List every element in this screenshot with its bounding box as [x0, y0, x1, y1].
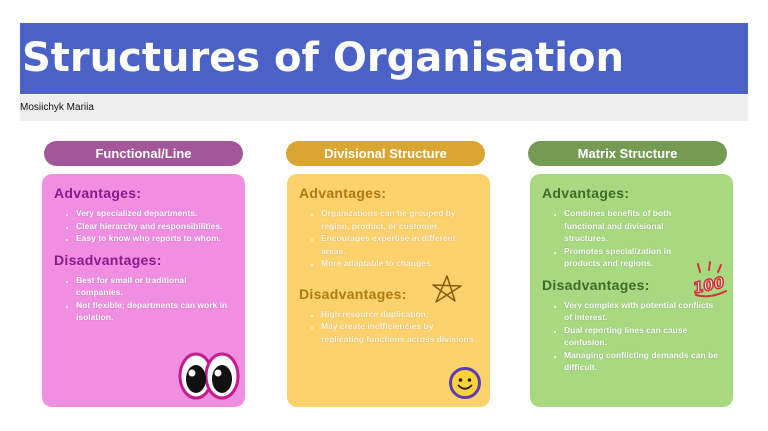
eyes-icon	[178, 352, 240, 400]
disadvantages-list: Best for small or traditional companies.…	[54, 274, 233, 324]
list-item: Dual reporting lines can cause confusion…	[564, 324, 721, 349]
list-item: Clear hierarchy and responsibilities.	[76, 220, 233, 233]
advantages-list: Very specialized departments. Clear hier…	[54, 207, 233, 245]
list-item: Organizations can be grouped by region, …	[321, 207, 478, 232]
advantages-label: Advantages:	[542, 185, 630, 201]
disadvantages-list: High resource duplication. May create in…	[299, 308, 478, 346]
advantages-list: Organizations can be grouped by region, …	[299, 207, 478, 270]
star-doodle-icon	[432, 275, 462, 303]
list-item: More adaptable to changes.	[321, 257, 478, 270]
functional-line-heading: Functional/Line	[44, 141, 243, 166]
smiley-face-icon	[449, 367, 481, 399]
disadvantages-label: Disadvantages:	[54, 251, 162, 268]
list-item: May create inefficiencies by replicating…	[321, 320, 478, 345]
list-item: Combines benefits of both functional and…	[564, 207, 681, 245]
advantages-label: Advantages:	[299, 185, 387, 201]
list-item: Not flexible; departments can work in is…	[76, 299, 233, 324]
disadvantages-label: Disadvantages:	[299, 285, 407, 302]
author-name: Mosiichyk Mariia	[20, 95, 748, 121]
list-item: Managing conflicting demands can be diff…	[564, 349, 721, 374]
divisional-structure-heading: Divisional Structure	[286, 141, 485, 166]
functional-line-card: Advantages: Very specialized departments…	[42, 174, 245, 407]
matrix-structure-card: Advantages: Combines benefits of both fu…	[530, 174, 733, 407]
list-item: Very specialized departments.	[76, 207, 233, 220]
page-title: Structures of Organisation	[20, 23, 748, 94]
list-item: Best for small or traditional companies.	[76, 274, 233, 299]
advantages-list: Combines benefits of both functional and…	[542, 207, 721, 270]
disadvantages-list: Very complex with potential conflicts of…	[542, 299, 721, 374]
list-item: Promotes specialization in products and …	[564, 245, 681, 270]
list-item: Easy to know who reports to whom.	[76, 232, 233, 245]
disadvantages-label: Disadvantages:	[542, 276, 650, 293]
list-item: Very complex with potential conflicts of…	[564, 299, 721, 324]
advantages-label: Advantages:	[54, 185, 142, 201]
list-item: High resource duplication.	[321, 308, 478, 321]
matrix-structure-heading: Matrix Structure	[528, 141, 727, 166]
hundred-points-icon: 100	[691, 261, 727, 298]
list-item: Encourages expertise in different areas.	[321, 232, 478, 257]
divisional-structure-card: Advantages: Organizations can be grouped…	[287, 174, 490, 407]
